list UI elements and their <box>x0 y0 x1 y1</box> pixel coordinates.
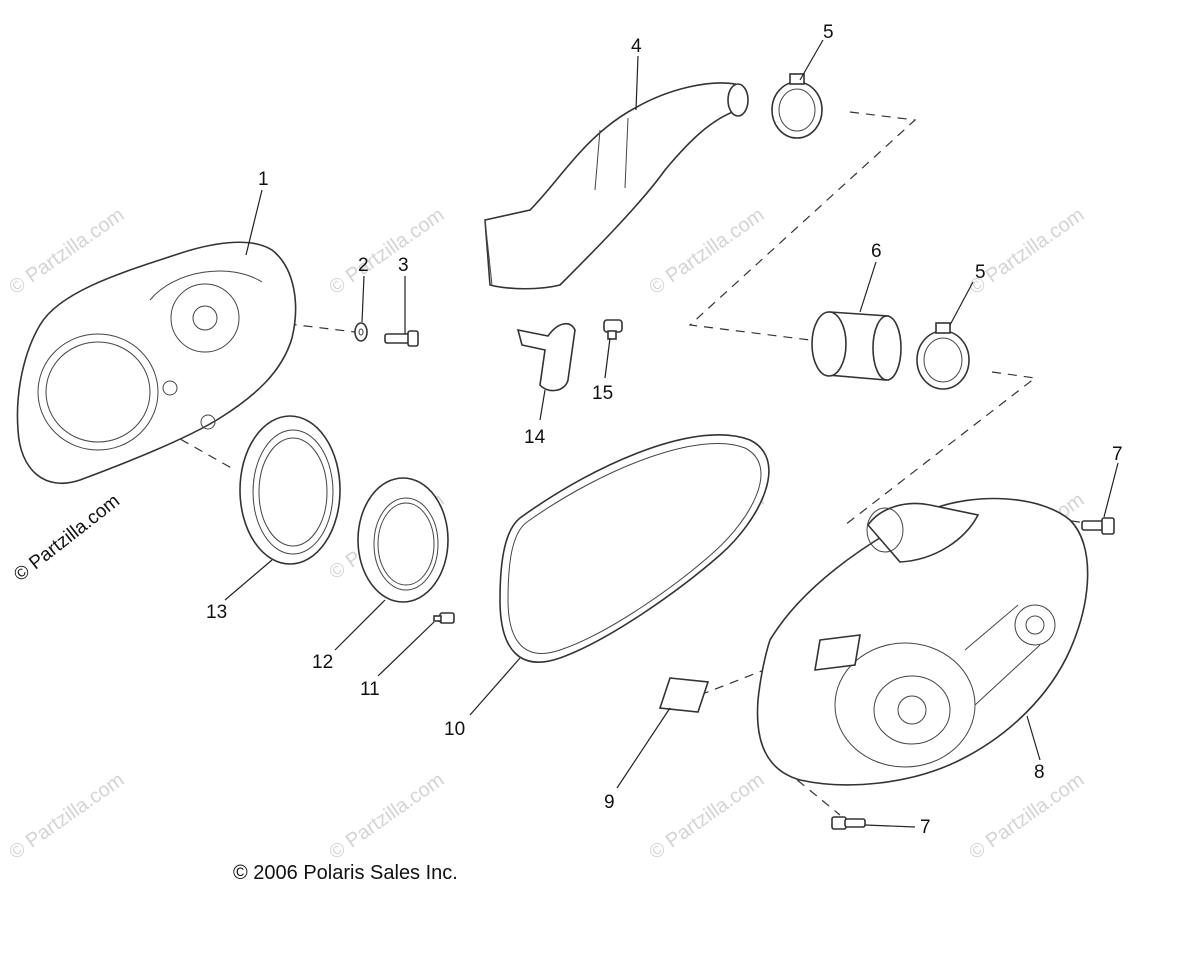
callout-5-lower: 5 <box>975 262 986 283</box>
callouts: 1 2 3 4 5 5 6 7 7 8 9 10 11 12 13 14 15 <box>206 22 1123 838</box>
watermark: © Partzilla.com <box>5 769 128 864</box>
part-11-screw <box>433 612 455 624</box>
callout-14: 14 <box>524 427 546 448</box>
callout-12: 12 <box>312 652 333 673</box>
part-12-retaining-plate <box>357 477 449 603</box>
watermark: © Partzilla.com <box>325 769 448 864</box>
part-1-outer-clutch-cover <box>16 241 297 485</box>
part-5-clamp-upper <box>771 73 823 139</box>
part-15-screw <box>603 319 623 340</box>
part-7-bolt-lower <box>831 816 866 830</box>
callout-9: 9 <box>604 792 615 813</box>
callout-1: 1 <box>258 169 269 190</box>
callout-6: 6 <box>871 241 882 262</box>
part-9-decal <box>658 677 710 713</box>
callout-2: 2 <box>358 255 369 276</box>
watermark: © Partzilla.com <box>965 204 1088 299</box>
part-14-bracket <box>516 323 576 392</box>
part-4-air-duct <box>484 82 749 290</box>
callout-11: 11 <box>360 679 380 700</box>
watermark: © Partzilla.com <box>645 204 768 299</box>
part-7-bolt-upper <box>1081 517 1115 535</box>
callout-3: 3 <box>398 255 409 276</box>
part-2-washer <box>354 322 368 342</box>
side-watermark: © Partzilla.com <box>10 491 124 586</box>
callout-4: 4 <box>631 36 642 57</box>
part-13-seal <box>239 415 341 565</box>
part-3-bolt <box>384 330 419 347</box>
watermark: © Partzilla.com <box>645 769 768 864</box>
part-8-inner-clutch-cover <box>756 497 1089 786</box>
callout-7-lower: 7 <box>920 817 931 838</box>
callout-10: 10 <box>444 719 465 740</box>
callout-5-upper: 5 <box>823 22 834 43</box>
part-5-clamp-lower <box>916 322 970 390</box>
callout-13: 13 <box>206 602 227 623</box>
callout-15: 15 <box>592 383 613 404</box>
watermark: © Partzilla.com <box>325 204 448 299</box>
watermark: © Partzilla.com <box>965 769 1088 864</box>
callout-7-upper: 7 <box>1112 444 1123 465</box>
part-10-drive-belt <box>499 433 770 663</box>
leader-lines <box>224 39 1119 828</box>
part-6-sleeve <box>811 311 902 381</box>
callout-8: 8 <box>1034 762 1045 783</box>
copyright-notice: © 2006 Polaris Sales Inc. <box>233 862 458 884</box>
